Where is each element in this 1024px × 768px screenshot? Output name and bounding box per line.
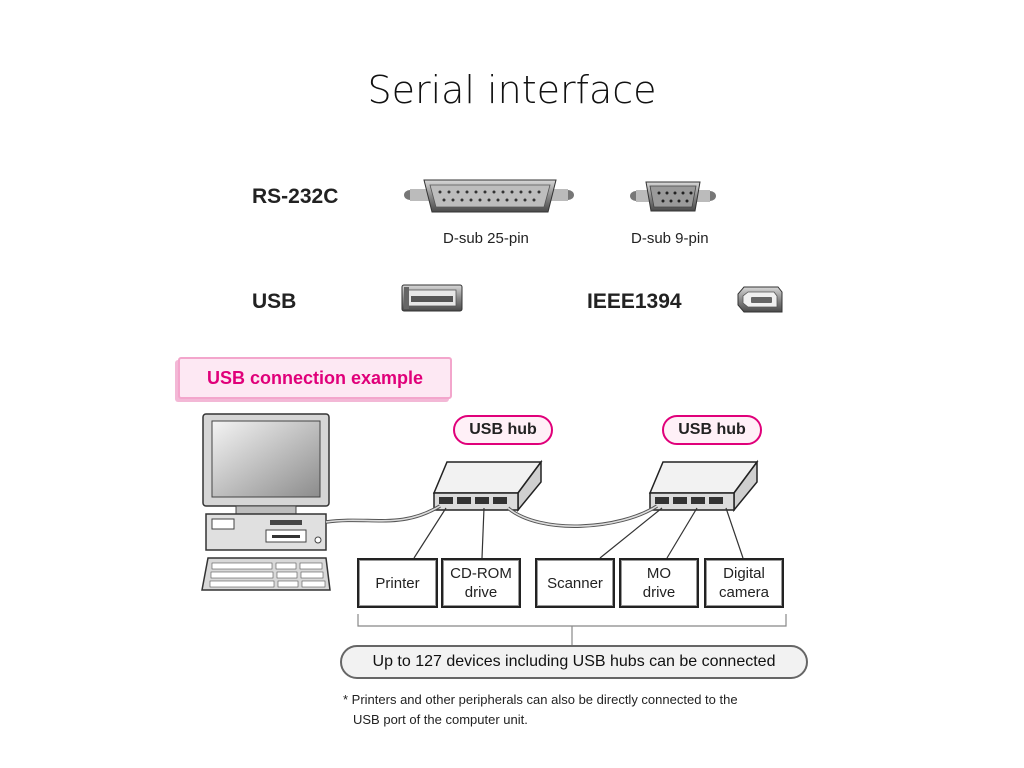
footnote-line-1: * Printers and other peripherals can als… xyxy=(343,692,738,707)
rs232c-label: RS-232C xyxy=(252,185,339,208)
slide-title: Serial interface xyxy=(367,68,657,112)
device-scanner: Scanner xyxy=(535,558,615,608)
usb-hub-2-icon xyxy=(648,459,759,513)
device-printer: Printer xyxy=(357,558,438,608)
device-mo-drive: MO drive xyxy=(619,558,699,608)
ieee1394-label: IEEE1394 xyxy=(587,290,682,313)
max-devices-summary: Up to 127 devices including USB hubs can… xyxy=(340,645,808,679)
dsub-9-connector-icon xyxy=(630,181,716,212)
dsub25-caption: D-sub 25-pin xyxy=(443,230,529,247)
device-digital-camera: Digital camera xyxy=(704,558,784,608)
usb-hub-1-label: USB hub xyxy=(453,415,553,445)
dsub9-caption: D-sub 9-pin xyxy=(631,230,709,247)
desktop-computer-icon xyxy=(201,413,331,591)
usb-hub-2-label: USB hub xyxy=(662,415,762,445)
usb-hub-1-icon xyxy=(432,459,543,513)
footnote: * Printers and other peripherals can als… xyxy=(343,690,813,730)
device-cdrom-drive: CD-ROM drive xyxy=(441,558,521,608)
usb-connection-example-heading: USB connection example xyxy=(178,357,452,399)
device-group-bracket xyxy=(357,614,787,645)
usb-cables xyxy=(325,504,744,559)
dsub-25-connector-icon xyxy=(404,179,574,213)
usb-label: USB xyxy=(252,290,297,313)
usb-connector-icon xyxy=(401,284,463,312)
footnote-line-2: USB port of the computer unit. xyxy=(353,712,528,727)
ieee1394-connector-icon xyxy=(737,286,783,313)
